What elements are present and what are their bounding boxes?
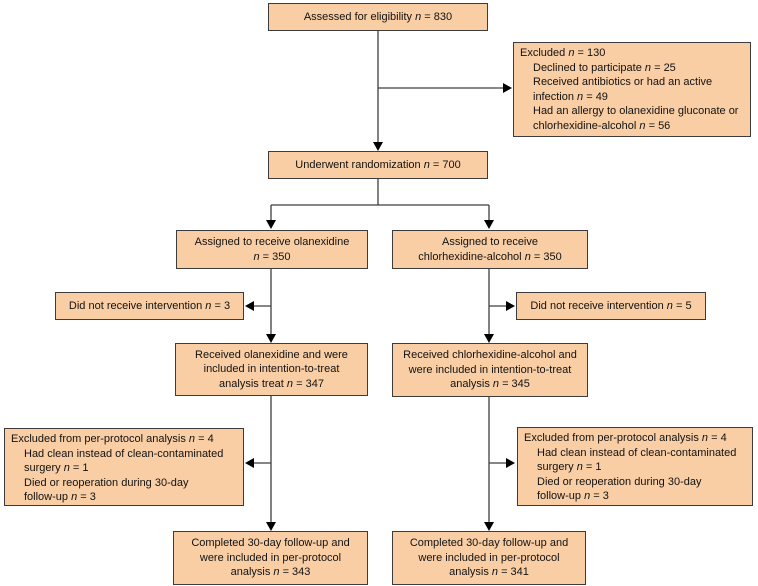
flow-line: Excluded from per-protocol analysis n = … xyxy=(11,433,214,445)
box-pp-excluded-olanexidine: Excluded from per-protocol analysis n = … xyxy=(4,428,244,506)
flow-line: Had an allergy to olanexidine gluconate … xyxy=(533,105,739,117)
flow-line: Completed 30-day follow-up and xyxy=(409,537,569,550)
box-assessed-eligibility: Assessed for eligibility n = 830 xyxy=(268,3,488,31)
box-randomization: Underwent randomization n = 700 xyxy=(268,151,488,179)
flow-line: follow-up n = 3 xyxy=(24,491,96,503)
flow-line: Died or reoperation during 30-day xyxy=(537,475,702,488)
flow-line: surgery n = 1 xyxy=(537,461,602,473)
flow-line: follow-up n = 3 xyxy=(537,490,609,502)
box-completed-olanexidine: Completed 30-day follow-up and were incl… xyxy=(173,531,368,585)
flow-line: Did not receive intervention n = 5 xyxy=(530,299,692,312)
box-itt-olanexidine: Received olanexidine and were included i… xyxy=(175,343,368,396)
flow-line: Assigned to receive olanexidine xyxy=(194,236,350,248)
flow-line: were included in intention-to-treat xyxy=(408,363,572,376)
flow-line: Had clean instead of clean-contaminated xyxy=(537,446,737,459)
flow-line: included in intention-to-treat xyxy=(203,363,340,376)
flow-line: chlorhexidine-alcohol n = 56 xyxy=(533,119,671,132)
flow-line: were included in per-protocol xyxy=(418,551,560,564)
box-not-received-chlorhexidine: Did not receive intervention n = 5 xyxy=(516,292,706,320)
flow-line: Had clean instead of clean-contaminated xyxy=(24,447,224,460)
flow-line: analysis n = 343 xyxy=(230,566,311,579)
flow-line: infection n = 49 xyxy=(533,90,608,103)
flow-line: n = 350 xyxy=(253,250,291,263)
box-itt-chlorhexidine: Received chlorhexidine-alcohol and were … xyxy=(392,343,588,397)
box-assigned-chlorhexidine: Assigned to receive chlorhexidine-alcoho… xyxy=(392,230,588,269)
flow-line: were included in per-protocol xyxy=(199,551,342,564)
flow-line: Died or reoperation during 30-day xyxy=(24,476,189,489)
flow-line: analysis n = 341 xyxy=(449,566,529,579)
flow-line: chlorhexidine-alcohol n = 350 xyxy=(418,250,562,263)
arrowheads xyxy=(245,83,515,531)
flow-line: Declined to participate n = 25 xyxy=(533,61,676,74)
flow-line: Underwent randomization n = 700 xyxy=(295,158,461,171)
box-pp-excluded-chlorhexidine: Excluded from per-protocol analysis n = … xyxy=(517,427,753,506)
box-assigned-olanexidine: Assigned to receive olanexidine n = 350 xyxy=(176,230,368,269)
box-not-received-olanexidine: Did not receive intervention n = 3 xyxy=(55,292,244,320)
flow-line: Excluded n = 130 xyxy=(520,47,606,59)
flow-line: analysis n = 345 xyxy=(450,378,530,391)
flow-line: analysis treat n = 347 xyxy=(219,377,324,390)
box-excluded: Excluded n = 130 Declined to participate… xyxy=(513,42,751,137)
flow-line: Did not receive intervention n = 3 xyxy=(68,299,231,312)
flow-line: Completed 30-day follow-up and xyxy=(191,537,350,550)
flow-line: Excluded from per-protocol analysis n = … xyxy=(524,432,727,444)
flow-line: Received chlorhexidine-alcohol and xyxy=(403,349,577,362)
box-completed-chlorhexidine: Completed 30-day follow-up and were incl… xyxy=(392,531,586,585)
flow-line: surgery n = 1 xyxy=(24,462,89,474)
flow-line: Received antibiotics or had an active xyxy=(533,76,713,88)
flow-line: Received olanexidine and were xyxy=(195,348,348,361)
flow-line: Assessed for eligibility n = 830 xyxy=(303,10,453,23)
flow-line: Assigned to receive xyxy=(442,236,538,248)
